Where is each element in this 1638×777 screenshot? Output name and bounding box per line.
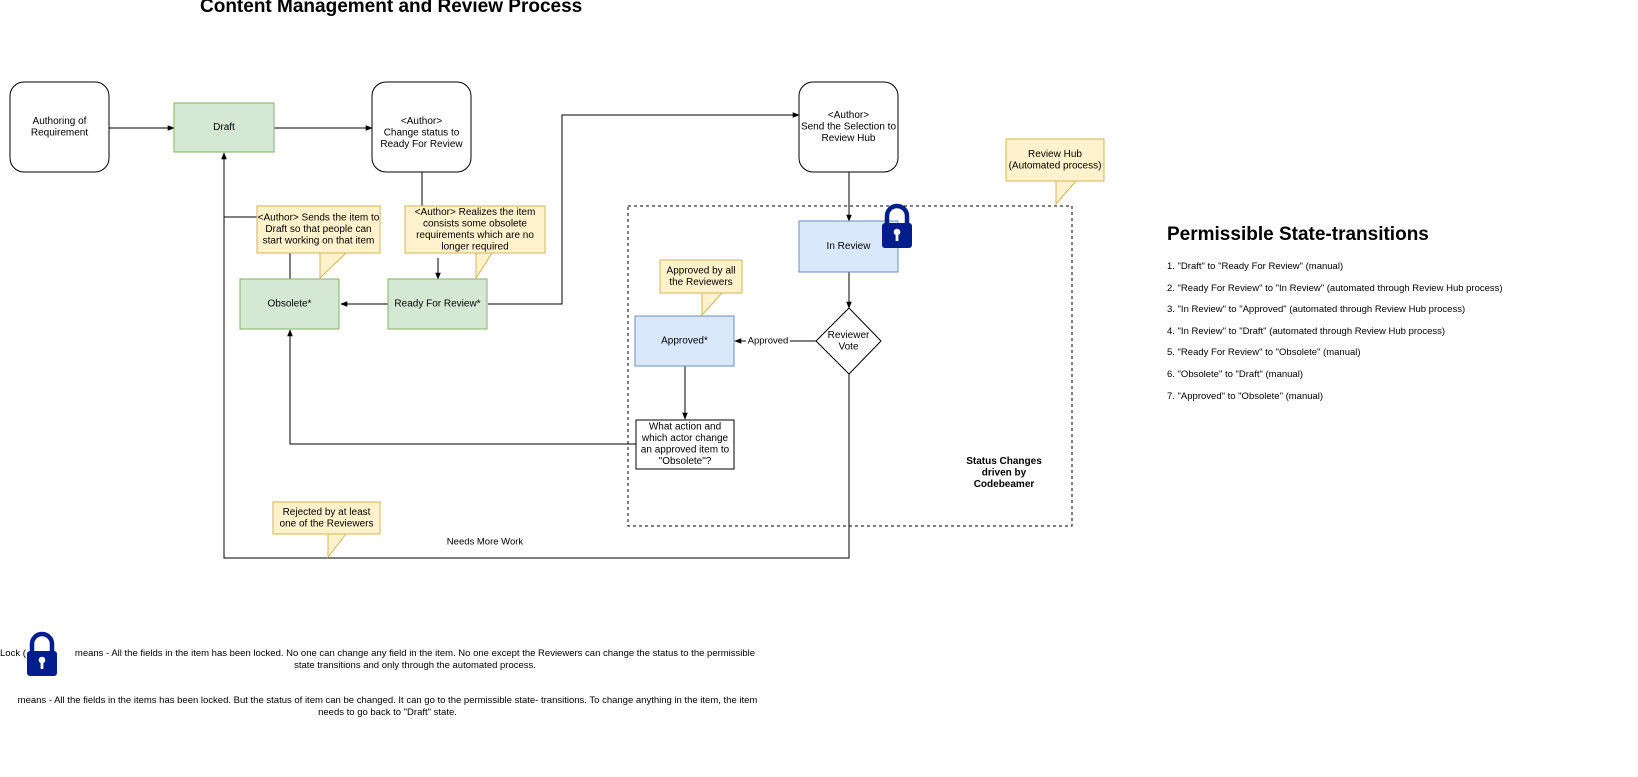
list-item: 5. "Ready For Review" to "Obsolete" (man… [1167,347,1361,359]
node-approved-label: Approved* [661,336,708,347]
node-draft [173,102,275,153]
lock-icon [882,203,912,248]
permissible-list: 1. "Draft" to "Ready For Review" (manual… [1167,261,1627,402]
label-line: <Author> [828,110,869,121]
label-line: one of the Reviewers [280,518,374,529]
label-line: Change status to [384,128,460,139]
label-line: Approved by all [667,265,736,276]
edge-label-approved: Approved [748,336,789,347]
label-line: Status Changes [966,456,1042,467]
list-item: 7. "Approved" to "Obsolete" (manual) [1167,390,1324,402]
label-line: Obsolete* [268,299,312,310]
label-line: Draft [213,122,235,133]
callout-tail-rejected [327,533,347,559]
label-line: Requirement [31,127,88,138]
edge-vote-needs-more-work [221,152,850,559]
label-line: Rejected by at least [283,507,371,518]
node-authoring [9,81,110,173]
node-obsolete [239,278,340,330]
callout-approved-by-all [659,259,743,294]
codebeamer-region [627,205,1073,527]
node-change-status [371,81,472,173]
node-what-action [635,419,735,470]
callout-review-hub [1005,138,1105,182]
list-item: 1. "Draft" to "Ready For Review" (manual… [1167,261,1344,272]
label-line: an approved item to [641,444,730,455]
label-line: (Automated process) [1009,160,1102,171]
edge-label-needs-more-work: Needs More Work [447,537,524,548]
label-line: requirements which are no [416,230,534,241]
label-line: Vote [838,341,858,352]
permissible-title: Permissible State-transitions [1167,224,1429,245]
node-ready-for-review [387,278,488,330]
node-ready-for-review-label: Ready For Review* [394,299,480,310]
callout-tail-sends-to-draft [319,252,347,280]
label-line: <Author> [401,116,442,127]
list-item: 3. "In Review" to "Approved" (automated … [1167,304,1466,316]
legend-asterisk-text: means - All the fields in the items has … [0,695,775,719]
label-line: What action and [649,421,721,432]
callout-tail-realizes [475,252,493,280]
node-reviewer-vote [815,307,882,375]
lock-icon [27,631,57,676]
node-draft-label: Draft [213,122,235,133]
legend-asterisk-line1: means - All the fields in the items has … [17,695,758,706]
legend-lock-line1: means - All the fields in the item has b… [74,648,756,659]
list-item: 4. "In Review" to "Draft" (automated thr… [1167,325,1446,337]
legend-lock-line2: state transitions and only through the a… [294,660,536,671]
label-line: Ready For Review* [394,299,480,310]
label-line: Send the Selection to [801,122,897,133]
label-line: Review Hub [822,133,876,144]
label-line: In Review [827,241,872,252]
legend-lock-text: means - All the fields in the item has b… [60,648,770,672]
label-line: driven by [982,468,1027,479]
callout-rejected [272,501,381,535]
node-in-review [798,220,899,273]
legend-lock-prefix: Lock ( [0,648,26,659]
label-line: consists some obsolete [423,218,527,229]
label-line: which actor change [641,433,729,444]
list-item: 6. "Obsolete" to "Draft" (manual) [1167,368,1303,380]
label-line: longer required [441,241,508,252]
label-line: Codebeamer [974,479,1035,490]
label-line: Ready For Review [380,139,463,150]
callout-tail-approved-by-all [701,292,723,317]
edges [109,112,852,559]
page-title: Content Management and Review Process [200,0,583,17]
label-line: start working on that item [263,236,375,247]
callout-sends-to-draft [256,205,381,254]
edge-question-to-obsolete [287,329,636,445]
node-obsolete-label: Obsolete* [268,299,312,310]
node-send-selection [798,81,899,173]
node-approved [634,315,735,367]
label-line: Reviewer [828,330,870,341]
legend-asterisk-line2: needs to go back to "Draft" state. [318,707,457,718]
list-item: 2. "Ready For Review" to "In Review" (au… [1167,282,1503,294]
label-line: "Obsolete"? [659,456,712,467]
label-line: Approved* [661,336,708,347]
callout-review-hub-text: Review Hub(Automated process) [1009,149,1102,172]
node-in-review-label: In Review [827,241,872,252]
callout-tail-review-hub [1055,180,1077,206]
callout-realizes [404,205,546,254]
label-line: Authoring of [33,116,87,127]
permissible-transitions-panel: Permissible State-transitions 1. "Draft"… [1167,224,1627,412]
label-line: Draft so that people can [265,224,371,235]
label-line: <Author> Realizes the item [415,207,536,218]
label-line: <Author> Sends the item to [258,213,380,224]
edge-ready-to-send [488,112,800,305]
label-line: Review Hub [1028,149,1082,160]
label-line: the Reviewers [669,277,732,288]
